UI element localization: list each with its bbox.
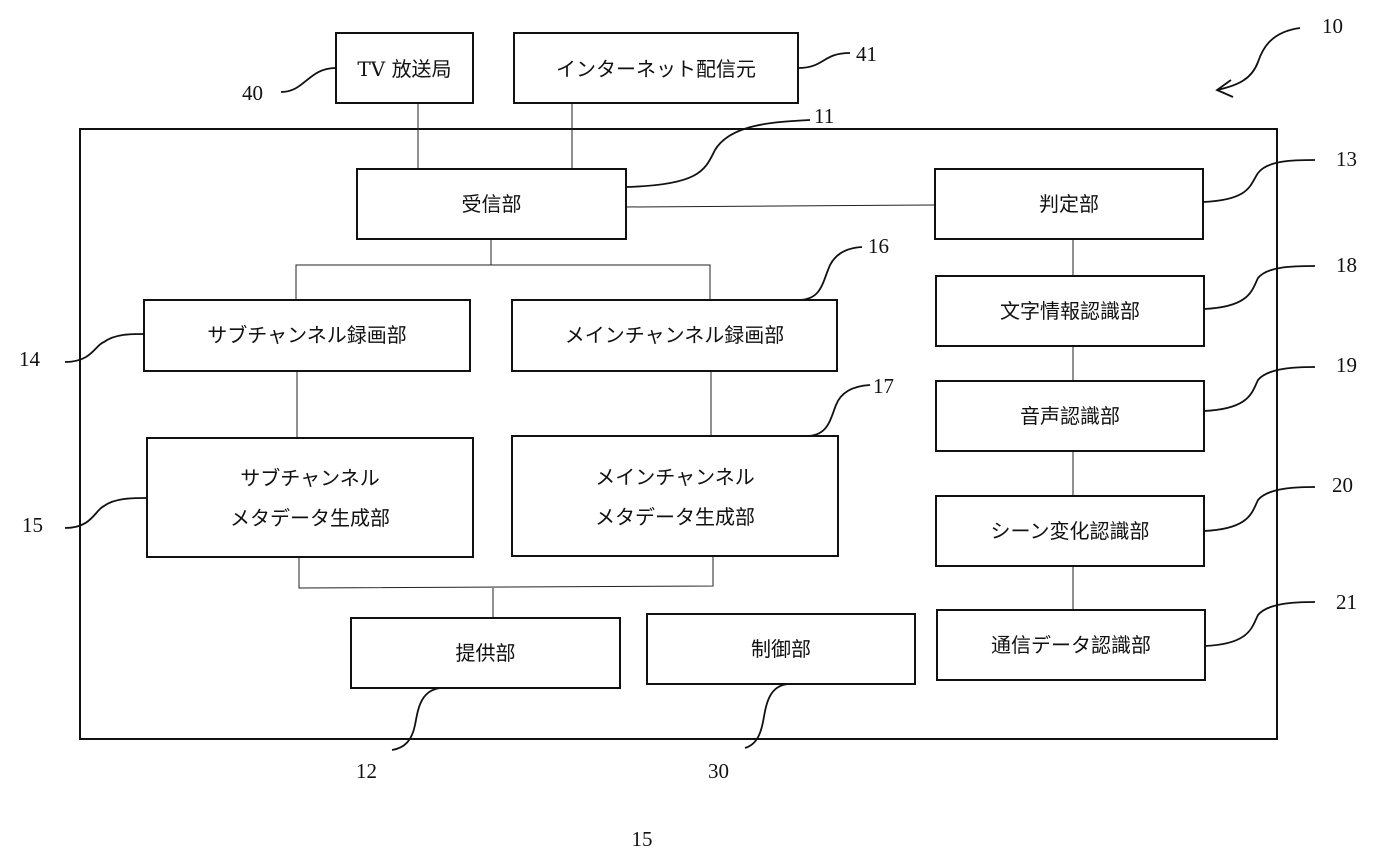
sub-meta-label-line1: サブチャンネル	[240, 466, 379, 490]
receiver-label: 受信部	[462, 192, 522, 216]
leader-20	[1203, 486, 1316, 532]
tv-station-label: TV 放送局	[357, 57, 451, 81]
receiver-box: 受信部	[356, 168, 627, 240]
tv-station-box: TV 放送局	[335, 32, 474, 104]
leader-19	[1203, 366, 1316, 412]
internet-source-label: インターネット配信元	[556, 57, 756, 81]
ref-18: 18	[1336, 253, 1357, 277]
text-recognition-label: 文字情報認識部	[1000, 299, 1140, 323]
link-receiver-recorders	[295, 239, 492, 300]
comm-recognition-label: 通信データ認識部	[991, 633, 1151, 657]
leader-17	[805, 384, 871, 437]
link-receiver-main-recorder	[491, 264, 711, 300]
scene-recognition-label: シーン変化認識部	[991, 519, 1150, 543]
link-receiver-judge	[625, 204, 936, 208]
leader-13	[1202, 159, 1316, 203]
ref-15: 15	[22, 513, 43, 537]
main-meta-label-line1: メインチャンネル	[595, 465, 754, 489]
ref-16: 16	[868, 234, 889, 258]
ref-41: 41	[856, 42, 877, 66]
connection-lines	[295, 103, 1074, 618]
judge-label: 判定部	[1039, 192, 1099, 216]
judge-box: 判定部	[934, 168, 1204, 240]
device-arrow-head	[1215, 79, 1234, 98]
internet-source-box: インターネット配信元	[513, 32, 799, 104]
leader-16	[797, 246, 863, 301]
leader-14	[64, 333, 145, 363]
leader-18	[1203, 265, 1316, 310]
leader-11	[625, 119, 811, 188]
leader-lines	[64, 52, 1316, 751]
ref-13: 13	[1336, 147, 1357, 171]
leader-12	[391, 687, 442, 751]
controller-box: 制御部	[646, 613, 916, 685]
ref-12: 12	[356, 759, 377, 783]
main-record-box: メインチャンネル録画部	[511, 299, 838, 372]
reference-numerals: 10 11 12 13 14 15 16 17 18 19 20 21 30 4…	[19, 14, 1357, 783]
sub-record-label: サブチャンネル録画部	[207, 323, 406, 347]
main-meta-label-line2: メタデータ生成部	[595, 505, 755, 529]
ref-14: 14	[19, 347, 41, 371]
provider-label: 提供部	[456, 641, 516, 665]
leader-21	[1204, 601, 1316, 647]
ref-11: 11	[814, 104, 834, 128]
ref-17: 17	[873, 374, 894, 398]
audio-recognition-box: 音声認識部	[935, 380, 1205, 452]
leader-30	[744, 683, 789, 749]
ref-19: 19	[1336, 353, 1357, 377]
device-arrow	[1215, 27, 1301, 98]
device-arrow-curve	[1216, 27, 1301, 91]
main-meta-box: メインチャンネル メタデータ生成部	[511, 435, 839, 557]
ref-40: 40	[242, 81, 263, 105]
link-meta-provider	[298, 556, 714, 589]
controller-label: 制御部	[751, 637, 811, 661]
leader-15	[64, 497, 148, 529]
audio-recognition-label: 音声認識部	[1020, 404, 1120, 428]
leader-41	[797, 52, 851, 69]
main-record-label: メインチャンネル録画部	[565, 323, 784, 347]
text-recognition-box: 文字情報認識部	[935, 275, 1205, 347]
ref-21: 21	[1336, 590, 1357, 614]
sub-meta-box: サブチャンネル メタデータ生成部	[146, 437, 474, 558]
comm-recognition-box: 通信データ認識部	[936, 609, 1206, 681]
provider-box: 提供部	[350, 617, 621, 689]
sub-record-box: サブチャンネル録画部	[143, 299, 471, 372]
scene-recognition-box: シーン変化認識部	[935, 495, 1205, 567]
ref-30: 30	[708, 759, 729, 783]
page-number: 15	[632, 827, 653, 851]
ref-10: 10	[1322, 14, 1343, 38]
device-frame	[79, 128, 1278, 740]
leader-40	[280, 67, 337, 93]
ref-20: 20	[1332, 473, 1353, 497]
sub-meta-label-line2: メタデータ生成部	[230, 506, 390, 530]
